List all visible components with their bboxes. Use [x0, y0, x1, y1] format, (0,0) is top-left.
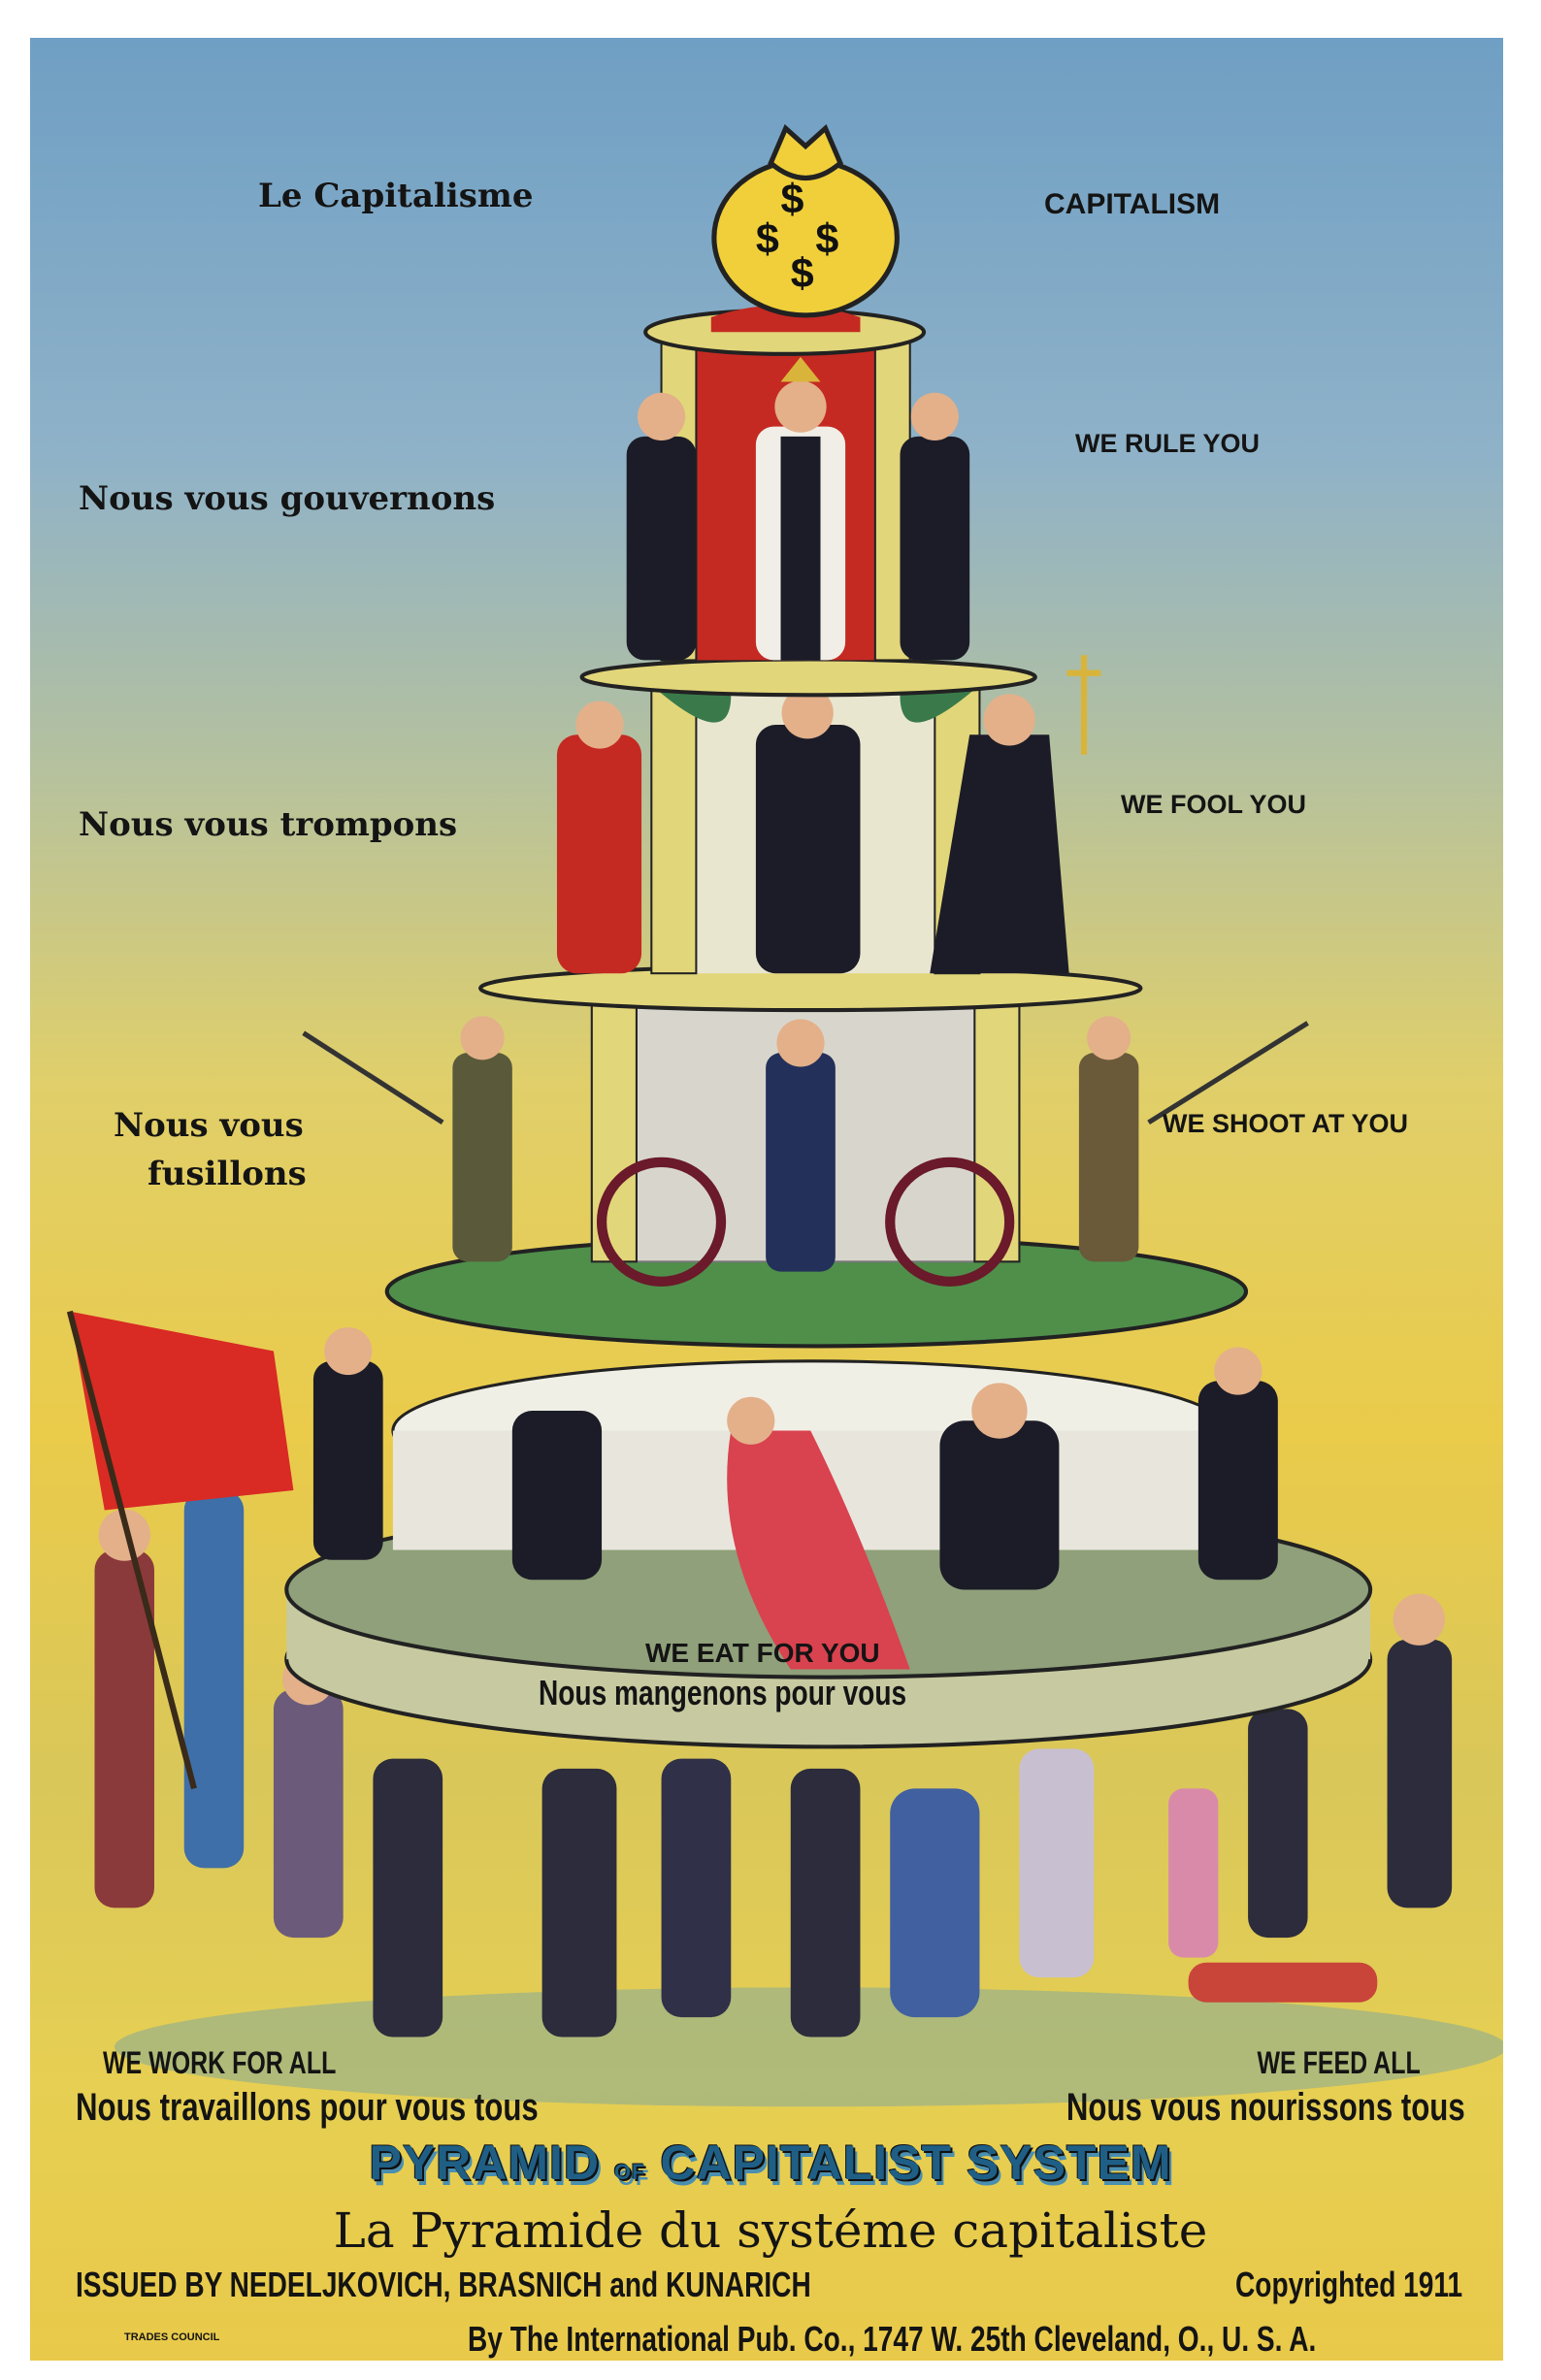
dollar-sign: $	[781, 176, 804, 222]
dollar-sign: $	[791, 250, 814, 297]
poster-title: PYRAMID OF CAPITALIST SYSTEM	[0, 2135, 1541, 2191]
title-pyramid: PYRAMID	[369, 2135, 600, 2190]
label-nous-mangenons: Nous mangenons pour vous	[539, 1673, 907, 1712]
label-nous-vous: Nous vous	[114, 1106, 304, 1145]
worker-figures	[94, 1444, 1453, 2038]
label-nous-vous-nourissons: Nous vous nourissons tous	[1066, 2086, 1465, 2129]
tier-rulers	[626, 305, 970, 662]
label-we-eat-for-you: WE EAT FOR YOU	[645, 1638, 880, 1668]
pyramid-illustration: $ $ $ $	[66, 123, 1503, 2107]
label-fusillons: fusillons	[148, 1155, 307, 1193]
title-capitalist-system: CAPITALIST SYSTEM	[660, 2135, 1172, 2190]
label-we-feed-all: WE FEED ALL	[1257, 2045, 1421, 2080]
tier-military	[302, 963, 1309, 1349]
red-flag	[69, 1311, 294, 1511]
copyright: Copyrighted 1911	[1234, 2265, 1462, 2304]
tier-diners	[284, 1326, 1373, 1749]
money-bag-icon: $ $ $ $	[711, 123, 900, 318]
label-we-rule-you: WE RULE YOU	[1075, 429, 1261, 458]
label-nous-vous-gouvernons: Nous vous gouvernons	[79, 479, 496, 518]
title-of: OF	[613, 2160, 646, 2184]
label-nous-travaillons: Nous travaillons pour vous tous	[76, 2086, 539, 2129]
tier-clergy	[556, 655, 1101, 975]
label-le-capitalisme: Le Capitalisme	[258, 177, 534, 215]
label-nous-vous-trompons: Nous vous trompons	[79, 805, 458, 844]
dollar-sign: $	[756, 215, 779, 262]
poster: $ $ $ $	[30, 38, 1503, 2361]
label-we-fool-you: WE FOOL YOU	[1121, 790, 1307, 819]
publisher: By The International Pub. Co., 1747 W. 2…	[468, 2319, 1317, 2359]
label-we-work-for-all: WE WORK FOR ALL	[103, 2045, 337, 2080]
poster-subtitle: La Pyramide du systéme capitaliste	[333, 2202, 1208, 2259]
label-capitalism: CAPITALISM	[1044, 188, 1221, 220]
issued-by: ISSUED BY NEDELJKOVICH, BRASNICH and KUN…	[76, 2265, 811, 2304]
dollar-sign: $	[815, 215, 838, 262]
union-label-text: TRADES COUNCIL	[124, 2331, 220, 2343]
workers-crowd	[66, 1310, 1503, 2107]
label-we-shoot-at-you: WE SHOOT AT YOU	[1163, 1109, 1409, 1138]
